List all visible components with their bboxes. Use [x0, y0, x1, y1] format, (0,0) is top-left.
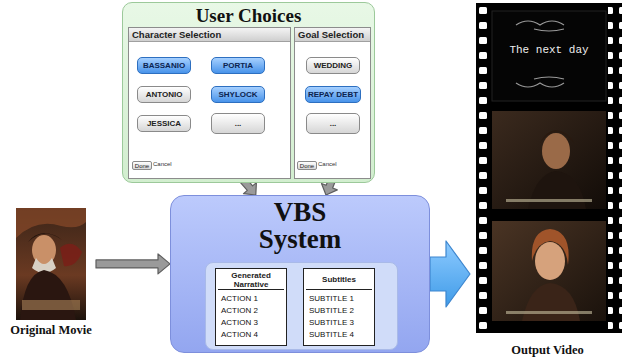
- movie-figure: Original Movie: [6, 208, 96, 338]
- button-label: REPAY DEBT: [308, 91, 358, 99]
- document-heading: Subtitles: [306, 270, 372, 290]
- video-figure: Output Video: [470, 3, 625, 358]
- choice-button: WEDDING: [306, 57, 360, 74]
- panel-title: VBS System: [240, 199, 360, 253]
- choice-button: ANTONIO: [137, 86, 191, 103]
- document-box: SubtitlesSUBTITLE 1SUBTITLE 2SUBTITLE 3S…: [303, 268, 375, 346]
- button-label: JESSICA: [147, 120, 181, 128]
- button-label: BASSANIO: [143, 62, 185, 70]
- list-item: SUBTITLE 2: [306, 305, 372, 317]
- film-frame: [492, 221, 606, 321]
- frame-face: [535, 242, 565, 280]
- list-item: SUBTITLE 3: [306, 317, 372, 329]
- sprocket-column: [476, 3, 490, 333]
- system-box: VBS SystemGenerated NarrativeACTION 1ACT…: [170, 195, 430, 353]
- list-item: ACTION 2: [218, 305, 284, 317]
- poster-ground: [16, 208, 86, 320]
- button-label: Done: [135, 163, 149, 169]
- frame-body: [522, 283, 580, 321]
- poster-hat: [28, 233, 62, 242]
- poster-title-band: [22, 300, 80, 310]
- done-button: Done: [132, 161, 152, 170]
- choice-button: ...: [211, 113, 265, 134]
- choice-button: ...: [306, 113, 360, 134]
- film-frame: [492, 11, 606, 101]
- frame-face: [542, 133, 570, 169]
- frame-caption: The next day: [492, 44, 606, 56]
- choice-button: PORTIA: [211, 57, 265, 74]
- list-item: ACTION 3: [218, 317, 284, 329]
- done-button: Done: [297, 161, 317, 170]
- frame-body: [528, 171, 586, 209]
- window-title: Goal Selection: [295, 28, 370, 41]
- cancel-label: Cancel: [318, 161, 337, 168]
- button-label: ANTONIO: [146, 91, 183, 99]
- list-item: ACTION 1: [218, 293, 284, 305]
- figure-caption: Output Video: [511, 342, 584, 358]
- choice-button: REPAY DEBT: [305, 86, 361, 103]
- choice-button: JESSICA: [137, 115, 191, 132]
- window-title: Character Selection: [129, 28, 290, 41]
- choice-button: BASSANIO: [137, 57, 191, 74]
- list-item: SUBTITLE 1: [306, 293, 372, 305]
- sprocket-column: [608, 3, 622, 333]
- figure-caption: Original Movie: [10, 322, 92, 338]
- movie-poster: [16, 208, 86, 320]
- frame-hair: [532, 229, 569, 265]
- document-box: Generated NarrativeACTION 1ACTION 2ACTIO…: [215, 268, 287, 346]
- ornament: [516, 77, 564, 87]
- frame-hair: [540, 130, 574, 143]
- frame-subtitle-bar: [506, 311, 592, 314]
- output-arrow: [430, 241, 470, 307]
- button-label: PORTIA: [223, 62, 253, 70]
- document-heading: Generated Narrative: [218, 270, 284, 290]
- cancel-label: Cancel: [153, 161, 172, 168]
- button-label: SHYLOCK: [218, 91, 257, 99]
- panel-title: User Choices: [123, 6, 374, 25]
- button-label: WEDDING: [314, 62, 353, 70]
- button-label: ...: [330, 120, 337, 128]
- ornament: [516, 21, 564, 31]
- list-item: SUBTITLE 4: [306, 329, 372, 341]
- user-choices-panel: User ChoicesCharacter SelectionBASSANIO P…: [122, 2, 375, 183]
- poster-red-cloth: [60, 244, 82, 266]
- film-frame: [492, 111, 606, 209]
- button-label: Done: [300, 163, 314, 169]
- film-base: [476, 3, 622, 333]
- frame-subtitle-bar: [506, 199, 592, 202]
- button-label: ...: [235, 120, 242, 128]
- selection-window: Character SelectionBASSANIO PORTIA ANTONIO…: [128, 27, 291, 179]
- input-arrow: [96, 254, 170, 274]
- selection-window: Goal SelectionWEDDING REPAY DEBT... Done: [294, 27, 371, 179]
- poster-cloak: [20, 270, 76, 320]
- choice-button: SHYLOCK: [211, 86, 265, 103]
- poster-sky: [16, 208, 86, 238]
- list-item: ACTION 4: [218, 329, 284, 341]
